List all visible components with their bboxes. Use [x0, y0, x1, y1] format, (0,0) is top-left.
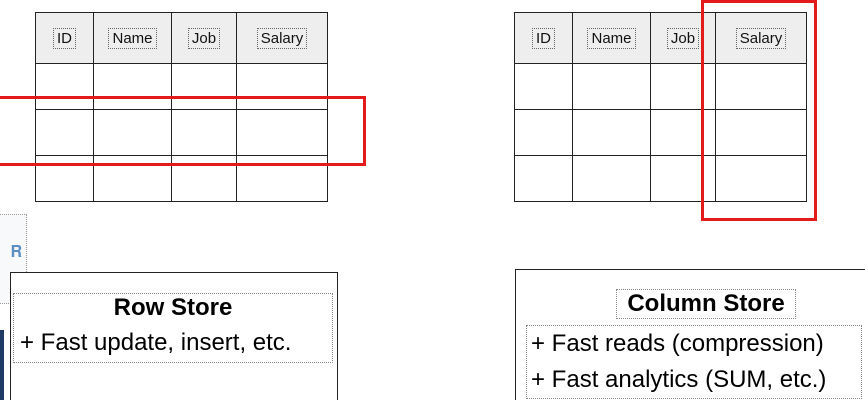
table-row — [35, 155, 328, 202]
table-cell — [715, 155, 807, 202]
column-store-point: + Fast reads (compression) — [531, 330, 824, 357]
table-cell — [650, 63, 716, 110]
table-cell — [572, 63, 651, 110]
column-highlight-box — [701, 0, 817, 221]
header-cell-name: Name — [93, 12, 172, 64]
table-row — [514, 155, 807, 202]
table-cell — [93, 109, 172, 156]
table-cell — [572, 155, 651, 202]
table-cell — [93, 155, 172, 202]
column-store-title-box[interactable]: Column Store — [616, 289, 796, 319]
header-cell-salary: Salary — [715, 12, 807, 64]
row-highlight-box — [0, 96, 366, 166]
table-row — [35, 63, 328, 110]
table-cell — [572, 109, 651, 156]
header-cell-salary: Salary — [236, 12, 328, 64]
row-store-title: Row Store — [113, 294, 233, 321]
column-store-point: + Fast analytics (SUM, etc.) — [531, 366, 827, 393]
row-store-textbox[interactable]: Row Store + Fast update, insert, etc. — [13, 293, 333, 363]
row-store-panel: Row Store + Fast update, insert, etc. — [10, 272, 338, 400]
table-cell — [171, 155, 237, 202]
table-cell — [514, 63, 573, 110]
table-cell — [514, 109, 573, 156]
table-cell — [236, 155, 328, 202]
row-store-table: ID Name Job Salary — [35, 12, 328, 202]
header-cell-job: Job — [171, 12, 237, 64]
table-header-row: ID Name Job Salary — [514, 12, 807, 64]
table-header-row: ID Name Job Salary — [35, 12, 328, 64]
column-store-textbox[interactable]: + Fast reads (compression) + Fast analyt… — [526, 325, 862, 399]
header-cell-name: Name — [572, 12, 651, 64]
column-store-table: ID Name Job Salary — [514, 12, 807, 202]
table-cell — [236, 63, 328, 110]
row-store-point: + Fast update, insert, etc. — [20, 329, 292, 356]
column-store-panel: Column Store + Fast reads (compression) … — [515, 269, 865, 400]
column-store-title: Column Store — [627, 290, 785, 317]
table-cell — [93, 63, 172, 110]
table-cell — [514, 155, 573, 202]
header-cell-job: Job — [650, 12, 716, 64]
table-cell — [35, 155, 94, 202]
table-cell — [650, 155, 716, 202]
header-cell-id: ID — [514, 12, 573, 64]
thumbnail-mark-icon: 𝐑 — [10, 244, 22, 261]
table-cell — [715, 109, 807, 156]
header-cell-id: ID — [35, 12, 94, 64]
partial-image-strip — [0, 330, 4, 400]
table-row — [35, 109, 328, 156]
